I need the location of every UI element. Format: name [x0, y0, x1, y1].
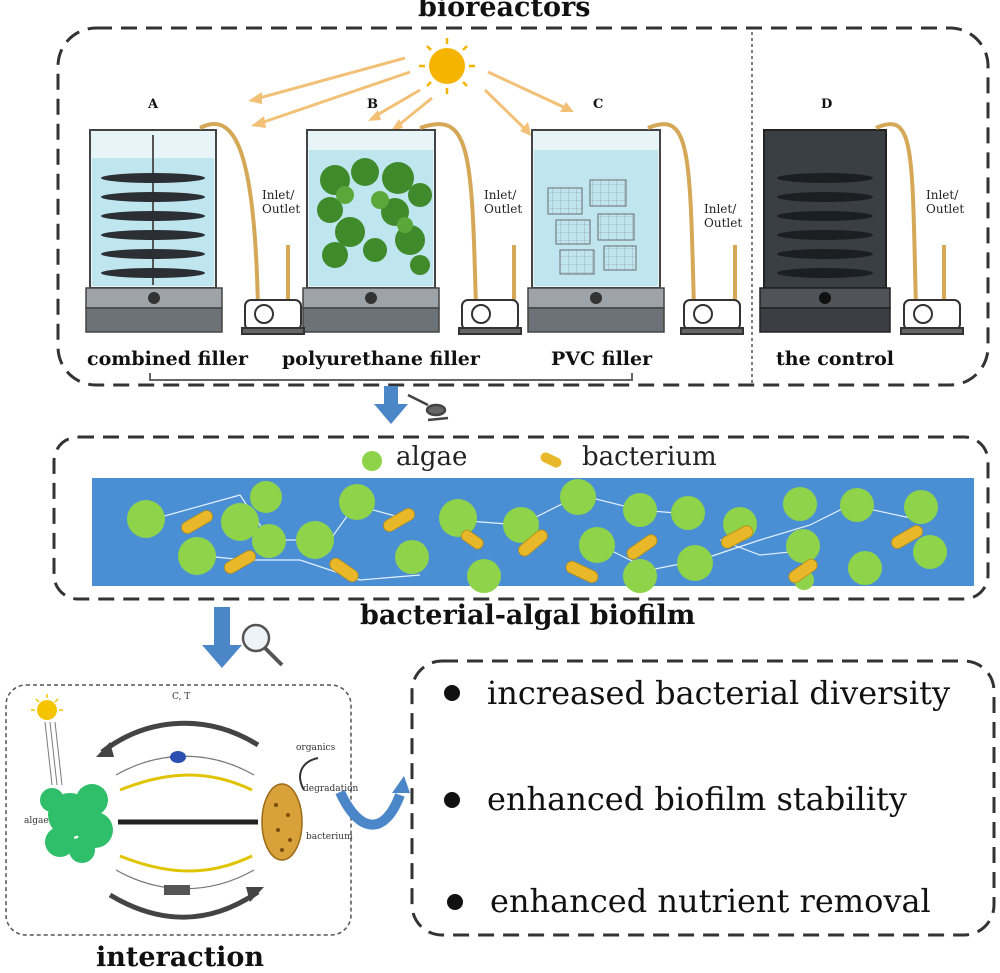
- outcome-bullet: [447, 894, 463, 910]
- signaling-molecule-icon: [170, 751, 186, 763]
- connector-arrow: [335, 776, 410, 830]
- interaction-degradation-label: degradation: [303, 784, 359, 794]
- interaction-algae-label: algae: [24, 816, 49, 826]
- bacterium-cell-icon: [261, 783, 303, 861]
- legend-bacterium-marker: [540, 452, 562, 468]
- tubing: [199, 122, 946, 311]
- ray-arrowheads: [248, 92, 574, 136]
- biofilm-panel: [52, 435, 990, 601]
- reactor-b-letter: B: [367, 97, 378, 112]
- curved-arrow-icon: [299, 757, 319, 791]
- reactor-a-vessel: [85, 129, 223, 333]
- biofilm-title: bacterial-algal biofilm: [360, 600, 696, 631]
- legend-bacterium-label: bacterium: [582, 442, 717, 472]
- reactor-b-label: polyurethane filler: [282, 348, 480, 370]
- reactor-c-vessel: [527, 129, 665, 333]
- outcomes-panel: [410, 659, 996, 937]
- interaction-title: interaction: [96, 942, 265, 973]
- interaction-top-label: C, T: [172, 692, 191, 702]
- sun-icon: [419, 38, 475, 94]
- reactor-c-inlet-label: Inlet/ Outlet: [704, 202, 743, 230]
- light-rays: [251, 56, 571, 134]
- interaction-cycle: [96, 720, 264, 920]
- reactor-d-letter: D: [821, 97, 833, 112]
- reactor-a-inlet-label: Inlet/ Outlet: [262, 188, 301, 216]
- interaction-bacterium-label: bacterium: [306, 832, 353, 842]
- reactor-c-label: PVC filler: [551, 348, 653, 370]
- reactor-b-vessel: [302, 129, 440, 333]
- bacteria-cells: [181, 508, 923, 584]
- reactor-d-vessel: [759, 129, 891, 333]
- outcome-bullet: [444, 685, 460, 701]
- mini-sun-icon: [31, 694, 63, 786]
- magnifier-icon: [241, 623, 284, 667]
- microscope-icon: [407, 393, 449, 422]
- reactor-a-letter: A: [148, 97, 159, 112]
- outcome-diversity: increased bacterial diversity: [487, 674, 951, 712]
- reactor-d-label: the control: [776, 348, 895, 370]
- reactor-d-inlet-label: Inlet/ Outlet: [926, 188, 965, 216]
- legend-algae-marker: [362, 451, 382, 471]
- algae-cells: [127, 479, 947, 593]
- bioreactors-title: bioreactors: [418, 0, 591, 23]
- down-arrow-1: [374, 386, 408, 424]
- outcome-stability: enhanced biofilm stability: [487, 780, 907, 818]
- reactor-group-bracket: [149, 373, 633, 381]
- peristaltic-pumps: [241, 299, 964, 335]
- reactor-b-inlet-label: Inlet/ Outlet: [484, 188, 523, 216]
- outcome-nutrient-removal: enhanced nutrient removal: [490, 882, 931, 920]
- bioreactors-panel: [56, 26, 990, 387]
- down-arrow-2: [202, 607, 242, 668]
- reactor-a-label: combined filler: [87, 348, 248, 370]
- legend-algae-label: algae: [396, 442, 468, 472]
- outcome-bullet: [444, 792, 460, 808]
- biofilm-matrix-icon: [164, 885, 190, 895]
- interaction-organics-label: organics: [296, 743, 336, 753]
- algae-cluster-icon: [40, 784, 113, 863]
- reactor-c-letter: C: [593, 97, 604, 112]
